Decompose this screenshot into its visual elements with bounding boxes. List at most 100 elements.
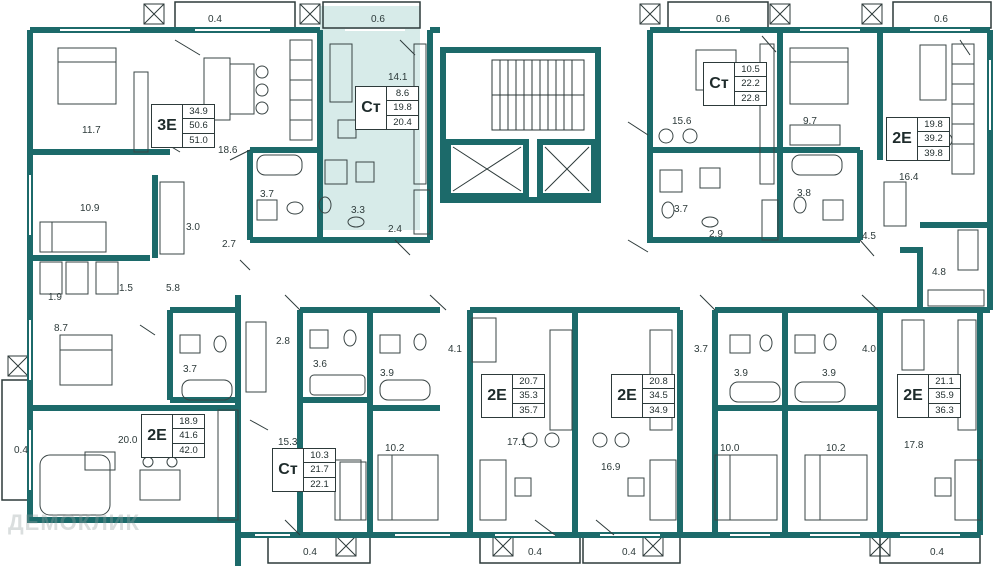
room-area-label: 15.6 [672,116,692,127]
apartment-type-code: 3Е [157,117,177,134]
elevator-crosses [452,146,590,192]
doors [139,35,971,536]
staircase [491,59,585,131]
room-area-label: 2.8 [276,336,290,347]
apartment-area-value: 21.7 [304,463,335,478]
apartment-area-value: 10.5 [735,63,766,78]
apartment-type-code: Ст [709,75,729,92]
bathroom-fixtures [179,154,846,403]
apartment-type-code: Ст [361,99,381,116]
room-area-label: 18.6 [218,145,238,156]
apartment-type-code: 2Е [617,387,637,404]
apartment-type-code: 2Е [487,387,507,404]
room-area-label: 16.4 [899,172,919,183]
room-area-label: 10.2 [385,443,405,454]
apartment-type-code: Ст [278,461,298,478]
room-area-label: 9.7 [803,116,817,127]
apartment-area-value: 19.8 [918,118,949,133]
apartment-type-code: 2Е [147,427,167,444]
apartment-type-code: 2Е [903,387,923,404]
watermark: ДЕМОКЛИК [8,510,140,535]
room-area-label: 4.8 [932,267,946,278]
walls [27,27,993,566]
room-area-label: 16.9 [601,462,621,473]
room-area-label: 4.1 [448,344,462,355]
apartment-area-value: 19.8 [387,101,418,116]
apartment-area-value: 41.6 [173,429,204,444]
apartment-area-value: 34.5 [643,389,674,404]
room-area-label: 3.9 [734,368,748,379]
room-area-label: 11.7 [82,125,101,136]
room-area-label: 4.0 [862,344,876,355]
room-area-label: 1.9 [48,292,62,303]
apartment-area-value: 20.7 [513,375,544,390]
apartment-area-value: 20.8 [643,375,674,390]
apartment-area-value: 21.1 [929,375,960,390]
room-area-label: 4.5 [862,231,876,242]
balcony-area-label: 0.4 [930,547,944,558]
apartment-area-value: 22.2 [735,77,766,92]
apartment-area-value: 51.0 [189,134,208,146]
apartment-area-value: 35.7 [519,404,538,416]
room-area-label: 3.8 [797,188,811,199]
room-area-label: 5.8 [166,283,180,294]
apartment-type-code: 2Е [892,130,912,147]
room-area-label: 20.0 [118,435,138,446]
room-area-label: 3.9 [822,368,836,379]
apartment-area-value: 20.4 [393,116,412,128]
balcony-area-label: 0.6 [934,14,948,25]
room-area-label: 3.7 [260,189,274,200]
room-area-label: 3.7 [674,204,688,215]
furniture-living [39,43,982,521]
apartment-area-value: 42.0 [179,444,198,456]
balcony-area-label: 0.4 [208,14,222,25]
room-area-label: 14.1 [388,72,408,83]
furniture-beds [39,47,868,521]
room-area-label: 1.5 [119,283,133,294]
windows [29,29,991,536]
room-area-label: 17.8 [904,440,924,451]
room-area-label: 8.7 [54,323,68,334]
room-area-label: 10.2 [826,443,846,454]
apartment-area-value: 18.9 [173,415,204,430]
apartment-area-value: 34.9 [649,404,668,416]
apartment-area-value: 8.6 [387,87,418,102]
room-area-label: 17.1 [507,437,527,448]
apartment-area-value: 36.3 [935,404,954,416]
balcony-area-label: 0.4 [622,547,636,558]
room-area-label: 10.9 [80,203,100,214]
room-area-label: 3.7 [694,344,708,355]
apartment-area-value: 35.3 [513,389,544,404]
balcony-area-label: 0.6 [716,14,730,25]
room-area-label: 3.6 [313,359,327,370]
apartment-area-value: 22.8 [741,92,760,104]
room-area-label: 2.7 [222,239,236,250]
apartment-area-value: 39.8 [924,147,943,159]
balcony-area-label: 0.4 [528,547,542,558]
room-area-label: 2.4 [388,224,402,235]
wardrobes [39,71,985,393]
balcony-area-label: 0.6 [371,14,385,25]
apartment-area-value: 34.9 [183,105,214,120]
balcony-area-label: 0.4 [303,547,317,558]
apartment-area-value: 50.6 [183,119,214,134]
apartment-area-value: 39.2 [918,132,949,147]
apartment-area-value: 10.3 [304,449,335,464]
